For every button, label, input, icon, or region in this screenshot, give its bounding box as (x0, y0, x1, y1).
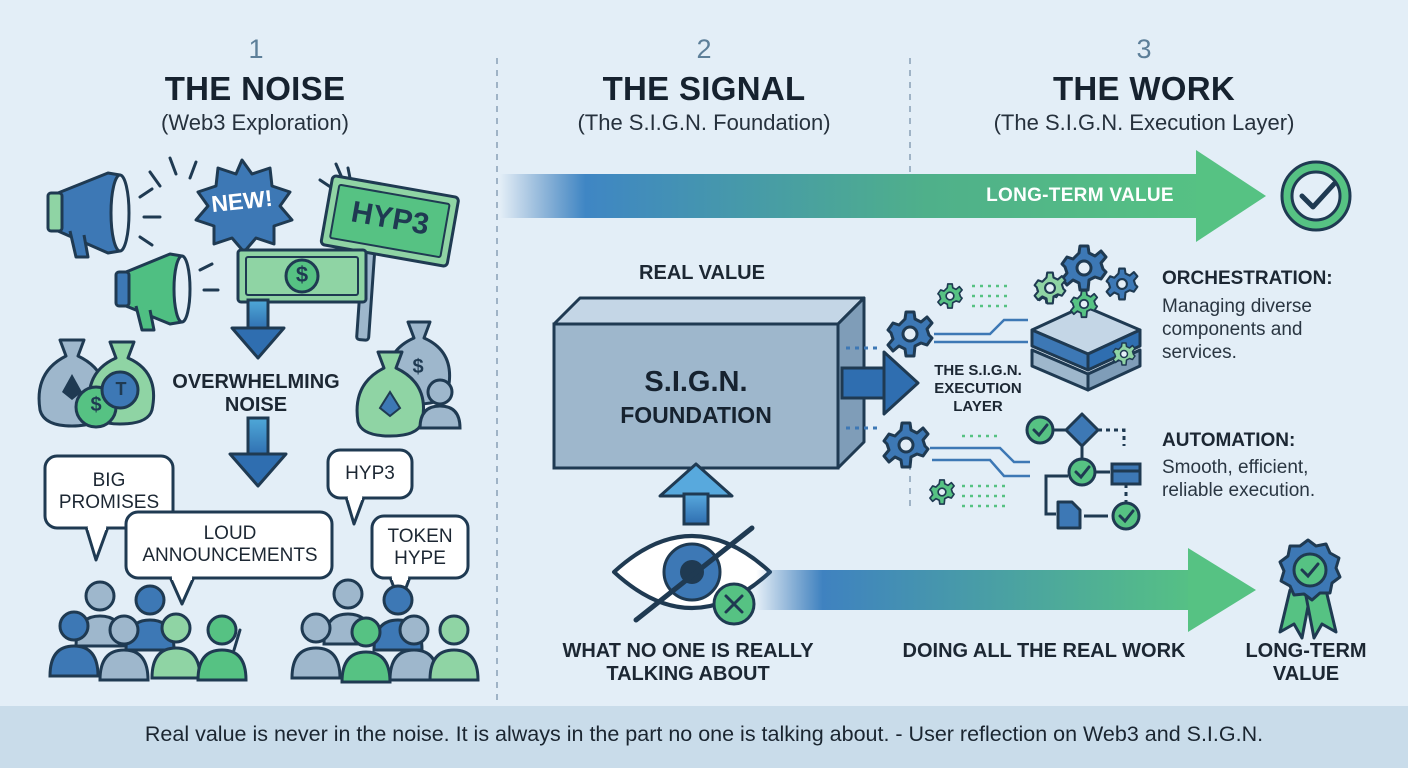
no-one-talking-label: WHAT NO ONE IS REALLY TALKING ABOUT (562, 640, 814, 685)
long-term-value-arrow (500, 150, 1266, 242)
award-ribbon-icon (1278, 538, 1342, 640)
dollar-bill-icon (236, 248, 368, 304)
hyp3-sign (319, 174, 460, 342)
gear-icon-small-2 (929, 479, 955, 505)
arrow-up (658, 462, 734, 526)
crowd-right-icon (290, 578, 480, 684)
gear-icon-small-1 (937, 283, 963, 309)
orchestration-text: Managing diverse components and services… (1162, 296, 1312, 363)
overwhelming-noise-label: OVERWHELMING NOISE (172, 371, 340, 416)
real-work-label: DOING ALL THE REAL WORK (902, 640, 1186, 662)
sign-foundation-box (552, 296, 866, 470)
connector-dots (846, 346, 880, 430)
money-bags-icon (37, 338, 156, 429)
coin-tether-symbol: T (115, 379, 127, 399)
section-2-subtitle: (The S.I.G.N. Foundation) (577, 110, 831, 135)
section-2-number: 2 (696, 34, 712, 64)
bag-dollar-symbol: $ (412, 356, 424, 378)
footer-bar (0, 706, 1408, 768)
top-arrow-label: LONG-TERM VALUE (986, 185, 1174, 206)
arrow-down-2 (228, 416, 288, 488)
real-value-label: REAL VALUE (639, 262, 765, 284)
automation-flow-icon (1025, 412, 1142, 531)
section-1-subtitle: (Web3 Exploration) (161, 110, 349, 135)
megaphone-icon-2 (114, 252, 220, 332)
bubble-loud-announcements (124, 510, 334, 606)
section-3-number: 3 (1136, 34, 1152, 64)
eye-slash-icon (612, 525, 772, 626)
orchestration-title: ORCHESTRATION: (1162, 268, 1333, 289)
check-circle-icon (1280, 160, 1352, 232)
big-promises-text: BIG PROMISES (58, 470, 160, 513)
arrow-right-to-execution (840, 350, 920, 416)
arrow-down-1 (230, 298, 286, 360)
token-hype-text: TOKEN HYPE (387, 526, 453, 569)
bubble-hyp3 (326, 448, 414, 526)
long-term-value-label: LONG-TERM VALUE (1245, 640, 1367, 685)
section-3-title: THE WORK (1052, 70, 1236, 107)
gear-icon-2 (882, 421, 930, 469)
automation-text: Smooth, efficient, reliable execution. (1162, 457, 1316, 501)
box-title-line2: FOUNDATION (620, 402, 772, 428)
section-3-subtitle: (The S.I.G.N. Execution Layer) (993, 110, 1295, 135)
footer-quote: Real value is never in the noise. It is … (144, 722, 1264, 746)
gear-icon-1 (886, 310, 934, 358)
box-title-line1: S.I.G.N. (644, 366, 748, 398)
section-2-title: THE SIGNAL (602, 70, 806, 107)
circuit-lines (930, 284, 1030, 508)
megaphone-icon (46, 171, 162, 259)
section-1-title: THE NOISE (164, 70, 346, 107)
section-1-number: 1 (248, 34, 264, 64)
bill-dollar-symbol: $ (295, 262, 309, 287)
crowd-left-icon (48, 580, 248, 682)
burst-lines (148, 156, 198, 188)
hyp3-bubble-text: HYP3 (345, 463, 395, 484)
money-bags-icon-right (355, 320, 462, 438)
real-work-arrow (756, 548, 1256, 632)
bubble-big-promises (43, 454, 175, 562)
automation-title: AUTOMATION: (1162, 430, 1296, 451)
loud-announcements-text: LOUD ANNOUNCEMENTS (142, 523, 318, 566)
server-stack-icon (1030, 304, 1142, 392)
coin-dollar-symbol: $ (90, 394, 102, 416)
execution-layer-label: THE S.I.G.N. EXECUTION LAYER (934, 362, 1022, 415)
